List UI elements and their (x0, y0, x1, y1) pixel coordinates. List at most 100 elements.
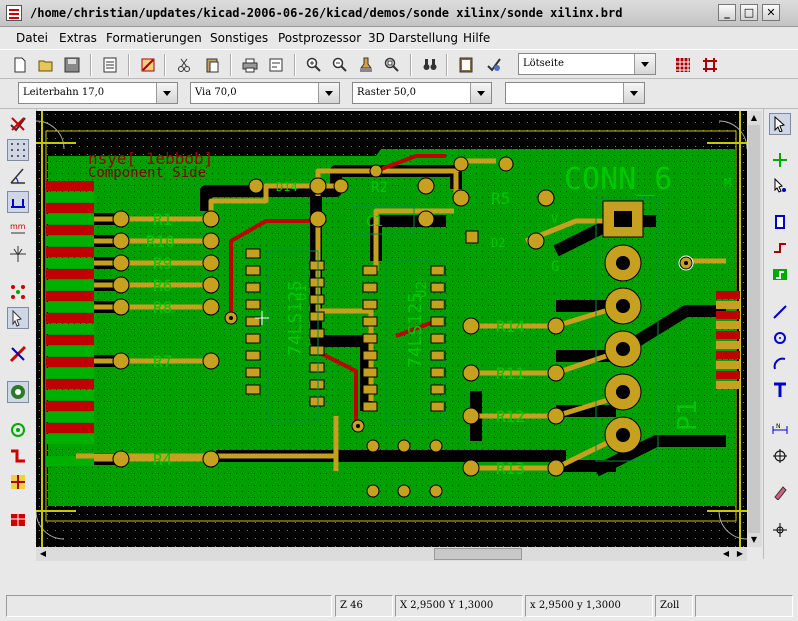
units-inch-icon[interactable] (7, 191, 29, 213)
local-ratsnest-icon[interactable] (769, 175, 791, 197)
u2-ref: U2 (414, 281, 430, 298)
cut-icon[interactable] (174, 55, 194, 75)
scroll-up-icon[interactable]: ▲ (750, 113, 758, 122)
window-title: /home/christian/updates/kicad-2006-06-26… (30, 6, 623, 20)
r9-label: R9 (153, 254, 172, 273)
silk-mirrored-text: nsye[ 1ebbob] (88, 149, 213, 168)
pin-4-label: 4 (620, 345, 625, 354)
pin-1-label: 1 (620, 215, 625, 224)
chevron-down-icon[interactable] (634, 54, 655, 74)
show-ratsnest-icon[interactable] (7, 281, 29, 303)
chevron-down-icon[interactable] (318, 83, 339, 103)
add-zone-icon[interactable] (769, 263, 791, 285)
chevron-down-icon[interactable] (470, 83, 491, 103)
menu-postprozessor[interactable]: Postprozessor (278, 31, 362, 45)
u2-value: 74LS125 (405, 292, 426, 368)
r11-label: R11 (496, 364, 525, 383)
ratsnest-icon[interactable] (700, 55, 720, 75)
zoom-select[interactable] (505, 82, 645, 104)
r4-label: R4 (153, 450, 172, 469)
status-zoom: Z 46 (335, 595, 393, 617)
menu-sonstiges[interactable]: Sonstiges (210, 31, 269, 45)
show-zones-icon[interactable] (7, 471, 29, 493)
zoom-out-icon[interactable] (330, 55, 350, 75)
r14-label: R14 (496, 317, 525, 336)
add-target-icon[interactable] (769, 445, 791, 467)
pcb-canvas[interactable]: CONN_6 P1 U1 74LS125 U2 74LS125 R1 R10 R… (36, 111, 747, 547)
minimize-button[interactable]: _ (718, 4, 736, 21)
horizontal-scrollbar[interactable]: ◀ ◀ ▶ (36, 547, 747, 561)
main-toolbar: Lötseite (0, 49, 798, 79)
menu-formatierungen[interactable]: Formatierungen (106, 31, 202, 45)
r10-label: R10 (146, 232, 175, 251)
new-file-icon[interactable] (10, 55, 30, 75)
r12-label: R12 (496, 407, 525, 426)
add-line-icon[interactable] (769, 301, 791, 323)
redraw-icon[interactable] (356, 55, 376, 75)
print-icon[interactable] (240, 55, 260, 75)
auto-delete-track-icon[interactable] (7, 343, 29, 365)
menu-hilfe[interactable]: Hilfe (463, 31, 491, 45)
pin-6-label: 6 (620, 431, 625, 440)
layers-manager-icon[interactable] (7, 509, 29, 531)
scroll-left-icon-2[interactable]: ◀ (722, 549, 730, 558)
add-dimension-icon[interactable]: N (769, 419, 791, 441)
select-arrow-icon[interactable] (769, 113, 791, 135)
via-size-select[interactable]: Via 70,0 (190, 82, 340, 104)
svg-text:mm: mm (10, 222, 26, 231)
place-offset-icon[interactable] (769, 519, 791, 541)
add-tracks-icon[interactable] (769, 237, 791, 259)
drc-icon[interactable] (484, 55, 504, 75)
units-mm-icon[interactable]: mm (7, 217, 29, 239)
scroll-left-icon[interactable]: ◀ (39, 549, 47, 558)
chevron-down-icon[interactable] (623, 83, 644, 103)
layer-select[interactable]: Lötseite (518, 53, 656, 75)
module-ratsnest-icon[interactable] (7, 307, 29, 329)
chevron-down-icon[interactable] (156, 83, 177, 103)
grid-select[interactable]: Raster 50,0 (352, 82, 492, 104)
save-icon[interactable] (62, 55, 82, 75)
u1-ref: U1 (294, 284, 310, 301)
track-width-select[interactable]: Leiterbahn 17,0 (18, 82, 178, 104)
r1-label: R1 (153, 210, 172, 229)
vertical-scrollbar[interactable]: ▲ ▼ (747, 111, 762, 547)
show-tracks-sketch-icon[interactable] (7, 445, 29, 467)
menu-3d-darstellung[interactable]: 3D Darstellung (368, 31, 459, 45)
menu-datei[interactable]: Datei (16, 31, 49, 45)
highlight-net-icon[interactable] (769, 149, 791, 171)
grid-icon[interactable] (673, 55, 693, 75)
right-toolbar: N (763, 109, 798, 559)
scroll-thumb[interactable] (434, 548, 522, 560)
maximize-button[interactable]: □ (740, 4, 758, 21)
add-module-icon[interactable] (769, 211, 791, 233)
menu-extras[interactable]: Extras (59, 31, 97, 45)
show-pads-sketch-icon[interactable] (7, 419, 29, 441)
options-toolbar: Leiterbahn 17,0 Via 70,0 Raster 50,0 (0, 79, 798, 109)
add-text-icon[interactable] (769, 379, 791, 401)
delete-items-icon[interactable] (769, 481, 791, 503)
open-file-icon[interactable] (36, 55, 56, 75)
netlist-icon[interactable] (456, 55, 476, 75)
find-icon[interactable] (420, 55, 440, 75)
status-rel-coords: x 2,9500 y 1,3000 (525, 595, 653, 617)
status-message (6, 595, 332, 617)
scroll-down-icon[interactable]: ▼ (750, 535, 758, 544)
paste-icon[interactable] (202, 55, 222, 75)
module-editor-icon[interactable] (138, 55, 158, 75)
scroll-right-icon[interactable]: ▶ (736, 549, 744, 558)
zoom-fit-icon[interactable] (382, 55, 402, 75)
close-button[interactable]: ✕ (762, 4, 780, 21)
svg-text:N: N (776, 423, 781, 430)
drc-off-icon[interactable] (7, 113, 29, 135)
page-settings-icon[interactable] (100, 55, 120, 75)
high-contrast-icon[interactable] (7, 381, 29, 403)
plot-icon[interactable] (266, 55, 286, 75)
pin-2-label: 2 (620, 259, 625, 268)
polar-coords-icon[interactable] (7, 165, 29, 187)
m-label: M (724, 176, 731, 190)
zoom-in-icon[interactable] (304, 55, 324, 75)
add-arc-icon[interactable] (769, 353, 791, 375)
show-grid-icon[interactable] (7, 139, 29, 161)
cursor-shape-icon[interactable] (7, 243, 29, 265)
add-circle-icon[interactable] (769, 327, 791, 349)
